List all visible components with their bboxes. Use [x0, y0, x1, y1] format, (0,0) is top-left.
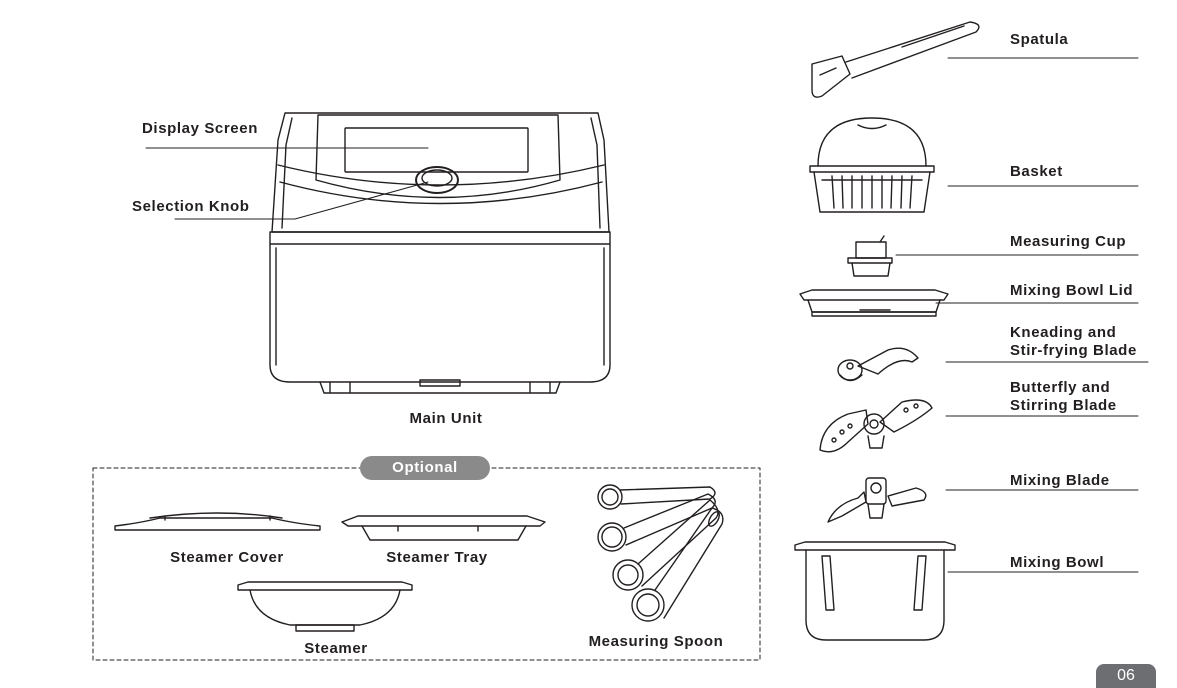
measuring-cup-illustration — [847, 235, 893, 277]
butterfly-blade-label-line1: Butterfly and — [1010, 379, 1111, 396]
steamer-label: Steamer — [304, 640, 368, 657]
mixing-bowl-lid-illustration — [799, 289, 949, 317]
kneading-blade-illustration — [837, 347, 919, 382]
mixing-blade-label: Mixing Blade — [1010, 472, 1110, 489]
measuring-spoon-label: Measuring Spoon — [588, 633, 724, 650]
selection-knob-label: Selection Knob — [132, 198, 250, 215]
measuring-spoon-illustration — [597, 484, 724, 622]
steamer-illustration — [237, 581, 413, 632]
main-unit-leaders — [145, 147, 429, 220]
mixing-bowl-lid-label: Mixing Bowl Lid — [1010, 282, 1134, 299]
basket-illustration — [809, 117, 935, 213]
kneading-blade-label-line2: Stir-frying Blade — [1010, 342, 1137, 359]
accessory-leaders — [895, 57, 1149, 573]
basket-label: Basket — [1010, 163, 1063, 180]
mixing-blade-illustration — [827, 477, 927, 523]
mixing-bowl-label: Mixing Bowl — [1010, 554, 1105, 571]
measuring-cup-label: Measuring Cup — [1010, 233, 1127, 250]
butterfly-blade-label-line2: Stirring Blade — [1010, 397, 1117, 414]
display-screen-label: Display Screen — [142, 120, 258, 137]
steamer-tray-label: Steamer Tray — [386, 549, 488, 566]
mixing-bowl-illustration — [794, 541, 956, 641]
steamer-cover-label: Steamer Cover — [170, 549, 284, 566]
steamer-tray-illustration — [341, 515, 546, 541]
kneading-blade-label-line1: Kneading and — [1010, 324, 1117, 341]
main-unit-illustration — [269, 112, 611, 394]
spatula-illustration — [811, 21, 980, 98]
main-unit-caption: Main Unit — [409, 410, 483, 427]
optional-badge: Optional — [360, 456, 490, 480]
spatula-label: Spatula — [1010, 31, 1069, 48]
page-number: 06 — [1096, 664, 1156, 688]
steamer-cover-illustration — [114, 512, 321, 531]
butterfly-blade-illustration — [819, 399, 933, 453]
